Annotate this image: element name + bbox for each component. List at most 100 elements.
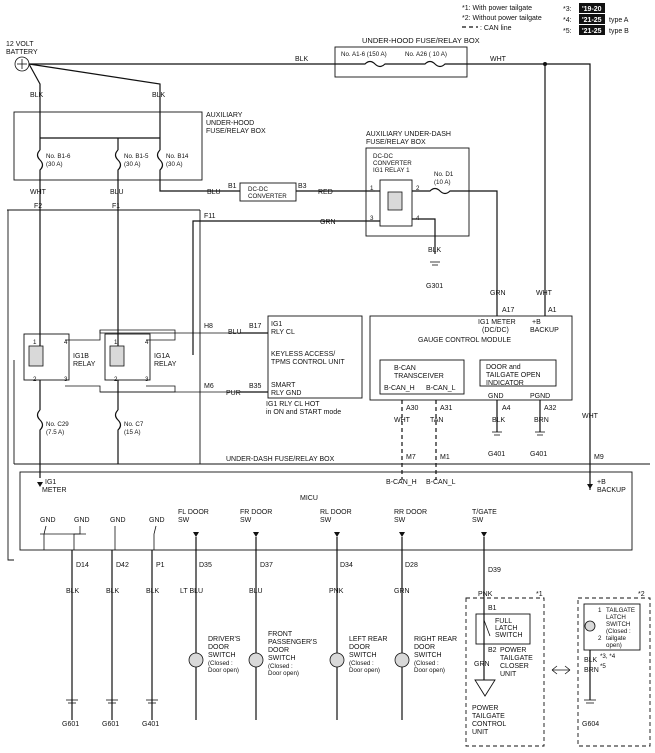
micu-fl-l2: SW xyxy=(178,517,190,524)
aux-dash-relay-l3: IG1 RELAY 1 xyxy=(373,167,410,174)
relay1-pin-3: 3 xyxy=(370,215,374,222)
legend-note4-val: '21-25 xyxy=(582,17,602,24)
micu-bcan-h: B-CAN_H xyxy=(386,479,417,486)
aux-dash-title-2: FUSE/RELAY BOX xyxy=(366,139,426,146)
micu-fr-l2: SW xyxy=(240,517,252,524)
drv-sw-l2: DOOR xyxy=(208,644,229,651)
legend-note4-type: type A xyxy=(609,17,629,24)
tailgate-latch-switch-box xyxy=(583,603,641,651)
full-latch-l1: FULL xyxy=(495,618,512,625)
rr-sw-l3: SWITCH xyxy=(414,652,442,659)
fuse-b15-l2: (30 A) xyxy=(124,161,141,168)
drv-sw-l5: Door open) xyxy=(208,667,239,674)
keyless-b35-l2: RLY GND xyxy=(271,390,301,397)
pin-m9: M9 xyxy=(594,454,604,461)
full-latch-l3: SWITCH xyxy=(495,632,523,639)
wire-pur-m6: PUR xyxy=(226,390,241,397)
bcan-l-label: B-CAN_L xyxy=(426,385,456,392)
micu-frame xyxy=(19,471,633,551)
wire-blk-g301: BLK xyxy=(428,247,442,254)
fuse-a26-label: No. A26 ( 10 A) xyxy=(405,51,447,58)
wire-brn-a32: BRN xyxy=(534,417,549,424)
aux-hood-title-2: UNDER-HOOD xyxy=(206,120,254,127)
ig1a-label-2: RELAY xyxy=(154,361,177,368)
door-indicator-box xyxy=(479,359,557,387)
micu-ig1-l1: IG1 xyxy=(45,479,56,486)
closer-l1: POWER xyxy=(500,647,526,654)
relay1-pin-1: 1 xyxy=(370,185,374,192)
battery-label-2: BATTERY xyxy=(6,49,38,56)
legend-note5-type: type B xyxy=(609,28,629,35)
ig1a-relay-coil xyxy=(109,345,125,367)
micu-rl-l2: SW xyxy=(320,517,332,524)
pin-a32: A32 xyxy=(544,405,557,412)
ig1a-relay: 1 2 4 3 IG1A RELAY xyxy=(104,333,177,383)
ig1a-pin2: 2 xyxy=(114,376,118,383)
pin-d14: D14 xyxy=(76,562,89,569)
ig1a-pin4: 4 xyxy=(145,339,149,346)
micu-rl-l1: RL DOOR xyxy=(320,509,352,516)
pin-b2: B2 xyxy=(488,647,497,654)
closer-l3: CLOSER xyxy=(500,663,529,670)
pin-a30: A30 xyxy=(406,405,419,412)
aux-dash-title-1: AUXILIARY UNDER-DASH xyxy=(366,131,451,138)
aux-under-dash-box: AUXILIARY UNDER-DASH FUSE/RELAY BOX DC-D… xyxy=(365,131,470,237)
ig1a-pin3: 3 xyxy=(145,376,149,383)
converter-box xyxy=(239,182,297,202)
tl-latch-l2: LATCH xyxy=(606,614,626,621)
micu-backup-l1: +B xyxy=(597,479,606,486)
pin-d35: D35 xyxy=(199,562,212,569)
aux-dash-relay-l1: DC-DC xyxy=(373,153,393,160)
rr-sw-l1: RIGHT REAR xyxy=(414,636,457,643)
indicator-l3: INDICATOR xyxy=(486,380,524,387)
fp-sw-l2: PASSENGER'S xyxy=(268,639,317,646)
pin-b17: B17 xyxy=(249,323,262,330)
no-power-tailgate-section: *2 1 2 TAILGATE LATCH SWITCH (Closed : t… xyxy=(577,591,651,747)
fuse-d1 xyxy=(412,187,498,305)
fuse-d1-l1: No. D1 xyxy=(434,171,454,178)
aux-under-hood-box: AUXILIARY UNDER-HOOD FUSE/RELAY BOX No. … xyxy=(13,111,266,181)
ig1a-label-1: IG1A xyxy=(154,353,170,360)
gauge-a17-l2: (DC/DC) xyxy=(482,327,509,334)
ground-g604: G604 xyxy=(582,721,599,728)
gauge-control-module: IG1 METER (DC/DC) +B BACKUP GAUGE CONTRO… xyxy=(369,315,573,401)
wire-wht-f2: WHT xyxy=(30,189,47,196)
legend-note3-key: *3: xyxy=(563,6,572,13)
no-power-tailgate-mark: *2 xyxy=(638,591,645,598)
wire-tan-a31: TAN xyxy=(430,417,443,424)
micu-backup-l2: BACKUP xyxy=(597,487,626,494)
lr-sw-l2: DOOR xyxy=(349,644,370,651)
keyless-note-1: IG1 RLY CL HOT xyxy=(266,401,320,408)
micu-tg-l1: T/GATE xyxy=(472,509,497,516)
wire-blk-a4: BLK xyxy=(492,417,506,424)
tl-wire-blk-sup: *3, *4 xyxy=(600,653,616,660)
tl-pin2: 2 xyxy=(598,635,602,642)
gauge-pgnd-label: PGND xyxy=(530,393,550,400)
gauge-a1-l2: BACKUP xyxy=(530,327,559,334)
fp-sw-l4: SWITCH xyxy=(268,655,296,662)
closer-l4: UNIT xyxy=(500,671,517,678)
rr-sw-l5: Door open) xyxy=(414,667,445,674)
ig1a-relay-box xyxy=(104,333,151,381)
wire-grn-gauge: GRN xyxy=(490,290,506,297)
front-passenger-door-switch-icon xyxy=(248,652,264,668)
lr-sw-l3: SWITCH xyxy=(349,652,377,659)
fuse-c29 xyxy=(36,409,44,478)
ig1b-pin4: 4 xyxy=(64,339,68,346)
lr-sw-l1: LEFT REAR xyxy=(349,636,387,643)
keyless-b17-l1: IG1 xyxy=(271,321,282,328)
under-dash-box-title: UNDER-DASH FUSE/RELAY BOX xyxy=(226,456,335,463)
wire-blk-main: BLK xyxy=(295,56,309,63)
micu-gnd3: GND xyxy=(110,517,126,524)
drv-sw-l3: SWITCH xyxy=(208,652,236,659)
tl-wire-brn: BRN xyxy=(584,667,599,674)
micu-gnd2: GND xyxy=(74,517,90,524)
pin-d34: D34 xyxy=(340,562,353,569)
under-hood-fuse-box: UNDER-HOOD FUSE/RELAY BOX No. A1-6 (150 … xyxy=(334,36,480,78)
keyless-title-2: TPMS CONTROL UNIT xyxy=(271,359,345,366)
ground-g401-a: G401 xyxy=(488,451,505,458)
wire-blk-left: BLK xyxy=(30,92,44,99)
wire-wht-m9: WHT xyxy=(582,413,599,420)
drv-sw-l1: DRIVER'S xyxy=(208,636,241,643)
